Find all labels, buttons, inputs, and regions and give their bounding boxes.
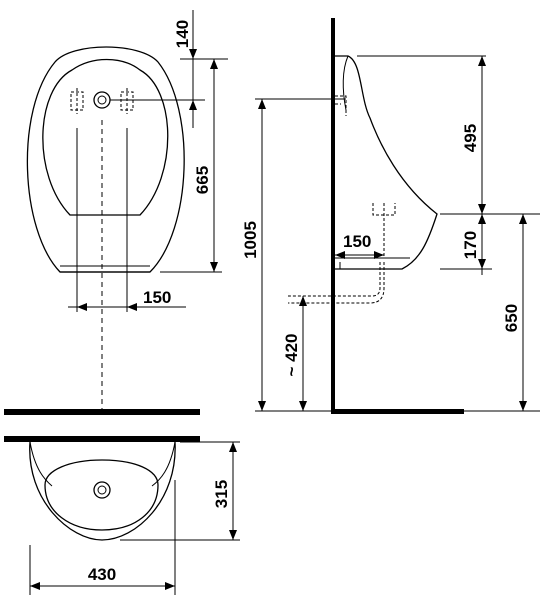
dim-315-label: 315 [212, 480, 231, 508]
dim-420: ~ 420 [282, 296, 307, 411]
dim-150-front-label: 150 [143, 288, 171, 307]
front-view [26, 46, 228, 412]
dim-150-front: 150 [68, 288, 186, 311]
side-profile [335, 55, 438, 270]
dim-430: 430 [30, 565, 175, 590]
dim-140: 140 [173, 10, 197, 128]
dim-495: 495 [461, 56, 486, 214]
dim-315: 315 [212, 442, 237, 540]
floor-line-left [4, 409, 200, 415]
dim-495-label: 495 [461, 124, 480, 152]
top-outer-outline [29, 441, 176, 541]
dim-650-label: 650 [502, 304, 521, 332]
front-outer-outline [26, 46, 185, 273]
front-fixing-right-dashed [120, 88, 134, 114]
top-view [4, 436, 240, 595]
dim-650: 650 [502, 214, 527, 411]
drain-pipe-dashed [288, 262, 385, 304]
front-inner-outline [42, 58, 169, 216]
dim-170-label: 170 [461, 231, 480, 259]
front-fixing-left-dashed [70, 88, 84, 114]
floor-line-right [331, 409, 464, 414]
top-wall-bar [4, 436, 200, 442]
dim-150-side-label: 150 [343, 232, 371, 251]
top-drain-circle [93, 481, 111, 499]
dim-1005: 1005 [241, 99, 266, 411]
dim-420-label: ~ 420 [282, 333, 301, 376]
front-inlet-circle [93, 91, 111, 109]
dim-665-label: 665 [193, 166, 212, 194]
dim-430-label: 430 [88, 565, 116, 584]
dim-150-side: 150 [335, 232, 384, 259]
top-inner-outline [44, 459, 159, 531]
dim-170: 170 [461, 214, 486, 275]
dim-665: 665 [193, 59, 218, 272]
dim-1005-label: 1005 [241, 221, 260, 259]
dim-140-label: 140 [173, 20, 192, 48]
wall [331, 18, 335, 414]
